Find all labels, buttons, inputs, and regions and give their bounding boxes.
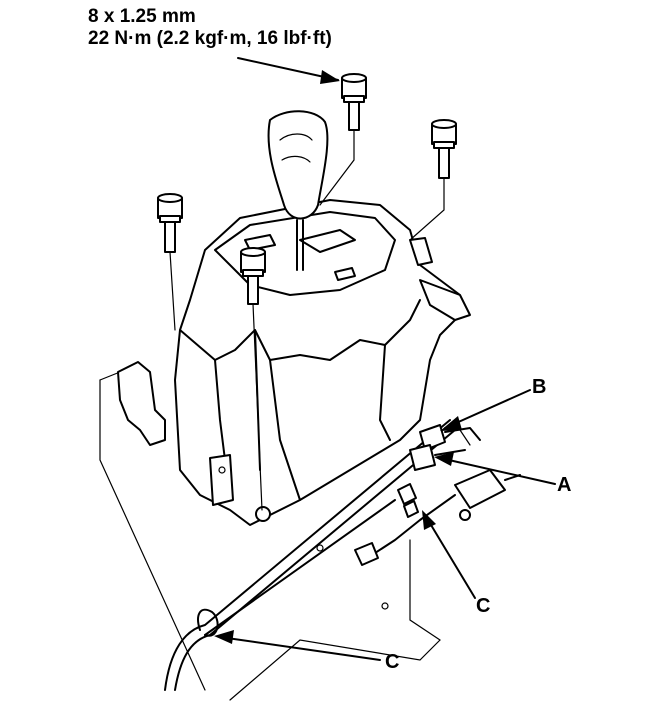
- callout-a-label: A: [557, 474, 572, 496]
- connector-a: [409, 444, 466, 471]
- bolt-right: [409, 119, 457, 241]
- callout-c-lower-right-label: C: [476, 595, 491, 617]
- torque-spec-label: 22 N·m (2.2 kgf·m, 16 lbf·ft): [88, 28, 332, 49]
- spec-leader-arrow: [237, 57, 340, 84]
- bolt-left: [157, 193, 183, 331]
- bolt-size-label: 8 x 1.25 mm: [88, 6, 196, 27]
- shift-cable: [164, 419, 521, 691]
- leader-c-lower-right: [422, 510, 476, 599]
- leader-c-bottom: [214, 630, 381, 661]
- leader-a: [434, 452, 556, 485]
- callout-b-label: B: [532, 376, 547, 398]
- leader-b: [440, 389, 531, 431]
- floor-outline: [99, 371, 441, 701]
- shift-knob: [267, 110, 329, 271]
- bolt-front: [240, 247, 266, 511]
- bolt-top: [319, 73, 367, 206]
- callout-c-bottom-label: C: [385, 651, 400, 673]
- shift-lever-housing: [117, 199, 471, 526]
- connector-b: [419, 424, 481, 451]
